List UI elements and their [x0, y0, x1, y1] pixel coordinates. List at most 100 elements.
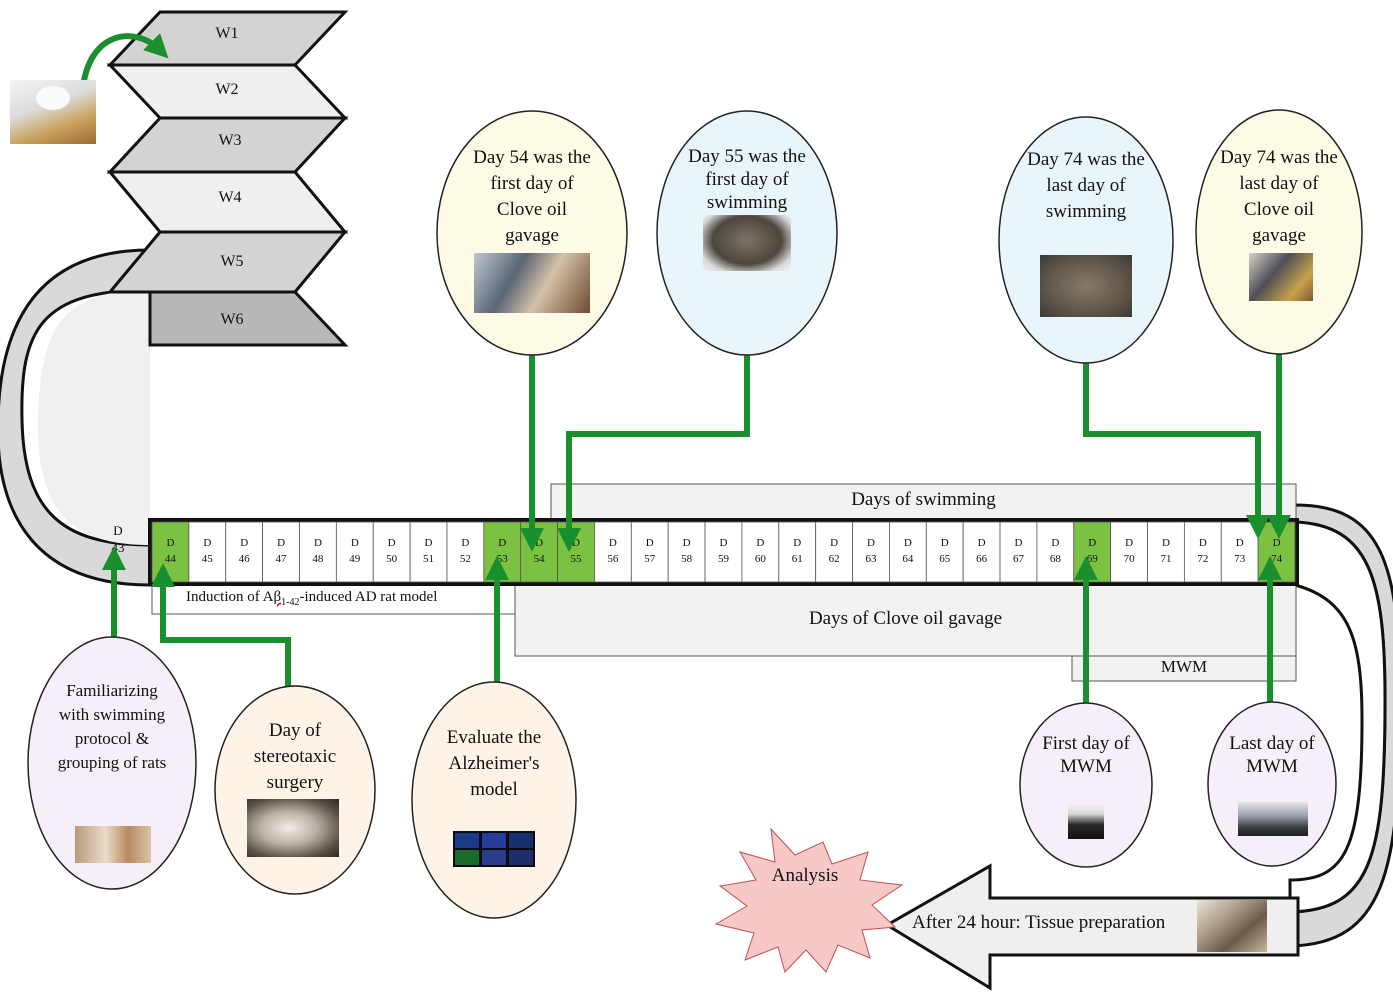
rat-photo-icon: [10, 80, 96, 144]
day-cell-46: [225, 521, 264, 583]
day-label-73: D: [1236, 537, 1244, 549]
text-evaluate: Evaluate the Alzheimer's model: [446, 727, 542, 800]
day-number-67: 67: [1013, 553, 1025, 565]
day-cell-72: [1183, 521, 1222, 583]
day-label-55: D: [572, 537, 580, 549]
week-label-w4: W4: [218, 189, 241, 206]
label-swimming: Days of swimming: [851, 489, 996, 510]
day-cell-48: [299, 521, 337, 583]
gavage-photo-icon: [474, 253, 590, 313]
day-cell-65: [925, 521, 964, 583]
day-label-45: D: [203, 537, 211, 549]
day-label-61: D: [793, 537, 801, 549]
arrow-d55-swim: [557, 352, 750, 552]
day-label-43: D: [113, 523, 122, 538]
label-mwm: MWM: [1160, 657, 1208, 676]
swimming-band: [550, 483, 1297, 525]
day-label-58: D: [683, 537, 691, 549]
day-number-65: 65: [939, 553, 951, 565]
day-label-56: D: [609, 537, 617, 549]
day-cell-51: [409, 521, 448, 583]
day-cell-74: [1257, 521, 1296, 583]
day-label-48: D: [314, 537, 322, 549]
gavage-photo-icon-2: [1249, 253, 1313, 301]
day-label-57: D: [646, 537, 654, 549]
text-stereotaxic: Day of stereotaxic surgery: [253, 720, 337, 793]
day-cell-57: [630, 521, 669, 583]
clove-band: [514, 583, 1297, 657]
day-number-45: 45: [202, 553, 214, 565]
day-number-53: 53: [497, 553, 509, 565]
surgery-photo-icon: [247, 799, 339, 857]
day-number-59: 59: [718, 553, 730, 565]
day-label-66: D: [978, 537, 986, 549]
day-cell-44: [151, 521, 190, 583]
ellipse-d74-clove: [1195, 109, 1363, 355]
ellipse-last-mwm: [1207, 701, 1337, 867]
day-label-74: D: [1273, 537, 1281, 549]
week-ribbon: W1 W2 W3 W4 W5 W6: [106, 10, 349, 347]
day-number-74: 74: [1271, 553, 1283, 565]
day-cell-67: [999, 521, 1038, 583]
day-number-54: 54: [534, 553, 546, 565]
ellipse-familiarizing: [27, 636, 197, 890]
day-cell-71: [1147, 521, 1185, 583]
day-label-65: D: [941, 537, 949, 549]
week-label-w2: W2: [215, 81, 238, 98]
day-cell-66: [962, 521, 1001, 583]
text-d74-clove: Day 74 was the last day of Clove oil gav…: [1220, 147, 1338, 246]
day-cell-50: [372, 521, 411, 583]
day-label-54: D: [535, 537, 543, 549]
day-number-55: 55: [571, 553, 583, 565]
green-arrows: [102, 350, 1291, 706]
label-analysis: Analysis: [771, 865, 839, 886]
day-number-46: 46: [239, 553, 251, 565]
microscopy-photo-icon: [453, 831, 535, 867]
week-label-w1: W1: [215, 25, 238, 42]
day-cell-54: [520, 521, 558, 583]
day-label-69: D: [1088, 537, 1096, 549]
day-cell-59: [704, 521, 743, 583]
day-label-67: D: [1014, 537, 1022, 549]
day-number-62: 62: [829, 553, 840, 565]
day-cell-68: [1036, 521, 1075, 583]
day-cell-53: [483, 521, 522, 583]
label-tissue: After 24 hour: Tissue preparation: [912, 912, 1166, 933]
day-cell-52: [446, 521, 485, 583]
day-cell-62: [815, 521, 853, 583]
day-label-51: D: [425, 537, 433, 549]
day-cell-63: [852, 521, 890, 583]
day-number-57: 57: [644, 553, 656, 565]
day-label-53: D: [498, 537, 506, 549]
day-cell-55: [557, 521, 595, 583]
day-number-51: 51: [423, 553, 434, 565]
day-number-69: 69: [1087, 553, 1099, 565]
day-cell-61: [778, 521, 817, 583]
day-number-73: 73: [1234, 553, 1246, 565]
day-number-58: 58: [681, 553, 693, 565]
text-d54-clove: Day 54 was the first day of Clove oil ga…: [473, 147, 591, 246]
label-clove: Days of Clove oil gavage: [808, 608, 1003, 629]
day-number-60: 60: [755, 553, 767, 565]
day-number-43: 43: [112, 540, 125, 555]
week-label-w3: W3: [218, 132, 241, 149]
maze-photo-icon: [1068, 803, 1104, 839]
mwm-band: [1071, 655, 1297, 682]
day-label-44: D: [166, 537, 174, 549]
day-number-50: 50: [386, 553, 398, 565]
text-d55-swim: Day 55 was the first day of swimming: [688, 146, 806, 213]
day-number-64: 64: [902, 553, 914, 565]
day-cell-47: [262, 521, 300, 583]
day-number-49: 49: [349, 553, 361, 565]
day-cell-56: [594, 521, 632, 583]
text-d74-swim: Day 74 was the last day of swimming: [1027, 149, 1145, 222]
left-curve-ribbon: [0, 248, 152, 587]
day-label-50: D: [388, 537, 396, 549]
arrow-stereotaxic: [151, 563, 291, 690]
swimming-photo-icon: [703, 215, 791, 271]
day-label-70: D: [1125, 537, 1133, 549]
arrow-d74-swim: [1083, 362, 1270, 539]
day-number-70: 70: [1124, 553, 1136, 565]
